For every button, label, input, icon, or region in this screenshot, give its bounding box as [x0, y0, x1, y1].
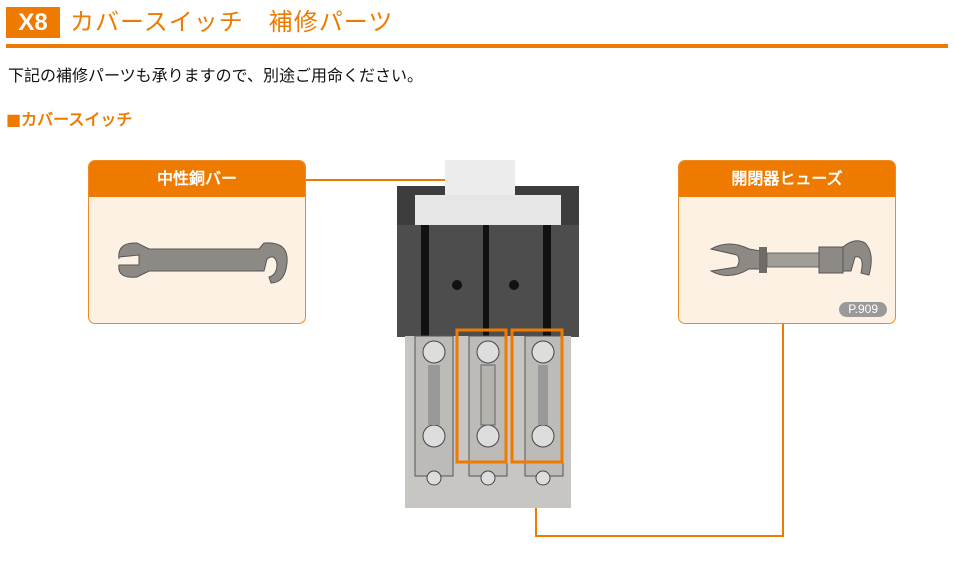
page-reference-badge: P.909: [839, 302, 887, 317]
part-label: 開閉器ヒューズ: [679, 161, 895, 197]
title-divider: [6, 44, 948, 48]
intro-text: 下記の補修パーツも承りますので、別途ご用命ください。: [8, 66, 424, 85]
part-card-switch-fuse: 開閉器ヒューズ P.909: [678, 160, 896, 324]
switch-fuse-image: [709, 240, 872, 276]
page-title: カバースイッチ 補修パーツ: [70, 8, 394, 36]
part-label: 中性銅バー: [89, 161, 305, 197]
highlight-neutral-bar: [455, 328, 508, 464]
part-card-neutral-copper-bar: 中性銅バー: [88, 160, 306, 324]
cover-switch-image: [397, 160, 579, 508]
highlight-fuse: [510, 328, 564, 464]
copper-bar-image: [118, 242, 288, 284]
section-badge: X8: [6, 7, 60, 38]
section-heading: ■カバースイッチ: [6, 110, 133, 129]
